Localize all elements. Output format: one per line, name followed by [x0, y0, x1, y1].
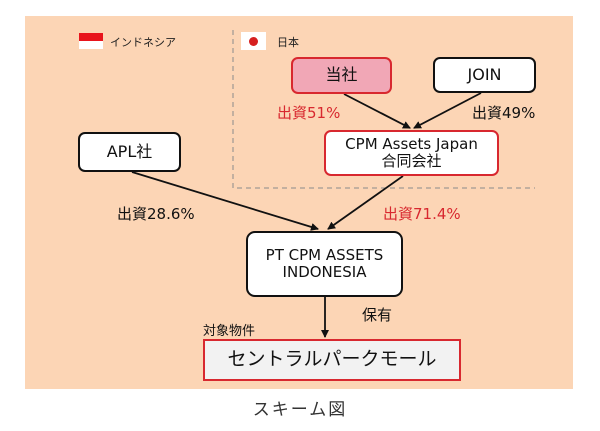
legend-indonesia-label: インドネシア — [110, 36, 176, 49]
node-apl: APL社 — [78, 132, 181, 172]
indonesia-flag-icon — [79, 33, 103, 49]
node-tousha-label: 当社 — [325, 65, 358, 85]
legend-japan-label: 日本 — [277, 36, 299, 49]
node-pt-cpm-line1: PT CPM ASSETS — [265, 245, 384, 264]
arrow-tousha-to-cpm-japan — [343, 93, 411, 129]
node-join: JOIN — [433, 57, 536, 93]
edge-label-join-investment: 出資49% — [472, 104, 536, 122]
edge-label-apl-investment: 出資28.6% — [117, 205, 195, 223]
arrow-apl-to-pt-cpm — [131, 171, 319, 231]
japan-flag-icon — [241, 32, 266, 50]
target-property-label: 対象物件 — [203, 324, 256, 339]
figure-caption: スキーム図 — [252, 400, 348, 420]
edge-label-cpm-japan-investment: 出資71.4% — [383, 205, 461, 223]
node-mall-label: セントラルパークモール — [227, 348, 437, 371]
edge-label-tousha-investment: 出資51% — [277, 104, 341, 122]
node-cpm-japan-line1: CPM Assets Japan — [345, 134, 478, 153]
node-join-label: JOIN — [467, 64, 502, 84]
node-pt-cpm-assets-indonesia: PT CPM ASSETS INDONESIA — [246, 231, 403, 297]
edge-label-ownership: 保有 — [362, 306, 393, 324]
arrow-cpm-japan-to-pt-cpm — [327, 175, 404, 230]
node-cpm-japan-line2: 合同会社 — [381, 152, 442, 170]
node-tousha: 当社 — [291, 57, 392, 94]
node-pt-cpm-line2: INDONESIA — [282, 263, 367, 281]
arrow-join-to-cpm-japan — [413, 92, 482, 129]
node-central-park-mall: セントラルパークモール — [203, 339, 461, 381]
japan-region-boundary — [232, 30, 535, 189]
node-cpm-assets-japan: CPM Assets Japan 合同会社 — [324, 130, 499, 176]
node-apl-label: APL社 — [106, 141, 153, 161]
